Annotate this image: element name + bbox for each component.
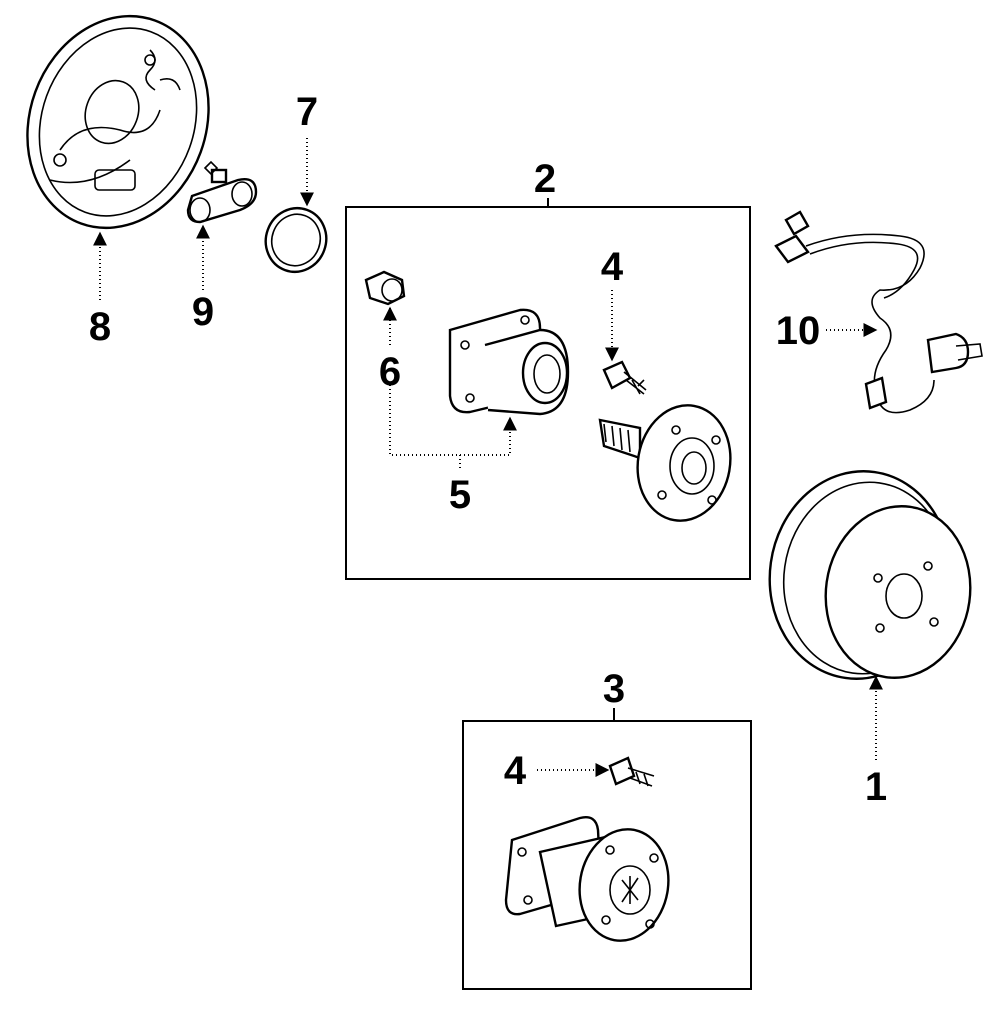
callout-10: 10: [776, 309, 821, 353]
callout-1: 1: [865, 765, 887, 809]
hub-unit-box: [462, 720, 752, 990]
backing-plate: [26, 14, 210, 230]
hub-assembly-box: [345, 206, 751, 580]
callout-9: 9: [192, 290, 214, 334]
wheel-cylinder: [186, 160, 258, 224]
callout-2: 2: [534, 157, 556, 201]
hub-assembly: [598, 404, 732, 522]
callout-6: 6: [379, 350, 401, 394]
callout-3: 3: [603, 667, 625, 711]
abs-sensor: [774, 210, 983, 414]
hub-bolt-2: [608, 756, 655, 787]
callout-8: 8: [89, 305, 111, 349]
brake-drum: [768, 470, 972, 680]
nut: [364, 270, 406, 306]
callout-4b: 4: [504, 749, 527, 793]
bearing: [448, 308, 570, 416]
callout-5: 5: [449, 473, 471, 517]
o-ring: [264, 207, 328, 273]
callout-7: 7: [296, 90, 318, 134]
hub-bolt: [602, 360, 647, 395]
hub-unit: [504, 816, 670, 942]
leader-5: [389, 385, 517, 456]
callout-4a: 4: [601, 245, 624, 289]
